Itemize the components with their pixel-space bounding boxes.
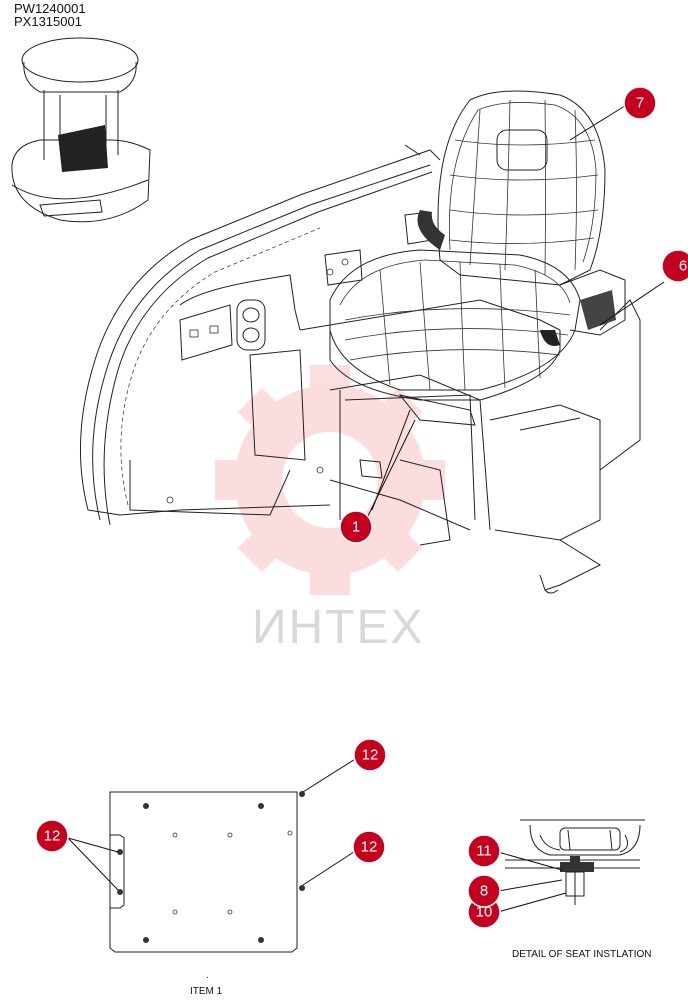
item-caption-dot: .: [206, 970, 209, 981]
leader-lines: [67, 103, 665, 913]
callout-12-left-label: 12: [44, 828, 61, 845]
callout-12-right: 12: [352, 830, 386, 864]
callout-12-top-label: 12: [362, 747, 379, 764]
callout-6: 6: [661, 249, 688, 283]
callout-10-label: 10: [476, 904, 493, 921]
callout-1-label: 1: [352, 519, 360, 536]
cab-frame-illustration: [80, 144, 641, 594]
callout-12-top: 12: [353, 738, 387, 772]
model-code-2: PX1315001: [14, 14, 82, 29]
callout-8: 8: [467, 874, 501, 908]
callout-8-label: 8: [480, 883, 488, 900]
callout-1: 1: [339, 510, 373, 544]
seat-installation-detail-illustration: [505, 819, 645, 905]
detail-caption: DETAIL OF SEAT INSTLATION: [512, 949, 652, 960]
callout-7-label: 7: [636, 95, 644, 112]
callout-11-label: 11: [476, 843, 492, 860]
model-code-1: PW1240001: [14, 1, 86, 16]
callout-12-left: 12: [35, 819, 69, 853]
callout-12-right-label: 12: [361, 839, 378, 856]
callout-7: 7: [623, 86, 657, 120]
operator-seat-illustration: [329, 90, 626, 426]
callout-11: 11: [467, 834, 501, 868]
item-caption: ITEM 1: [190, 986, 223, 997]
mounting-plate-illustration: [109, 791, 305, 953]
callout-6-label: 6: [679, 258, 687, 275]
machine-overview-illustration: [11, 37, 151, 223]
watermark-text: ИНТЕХ: [252, 601, 425, 654]
